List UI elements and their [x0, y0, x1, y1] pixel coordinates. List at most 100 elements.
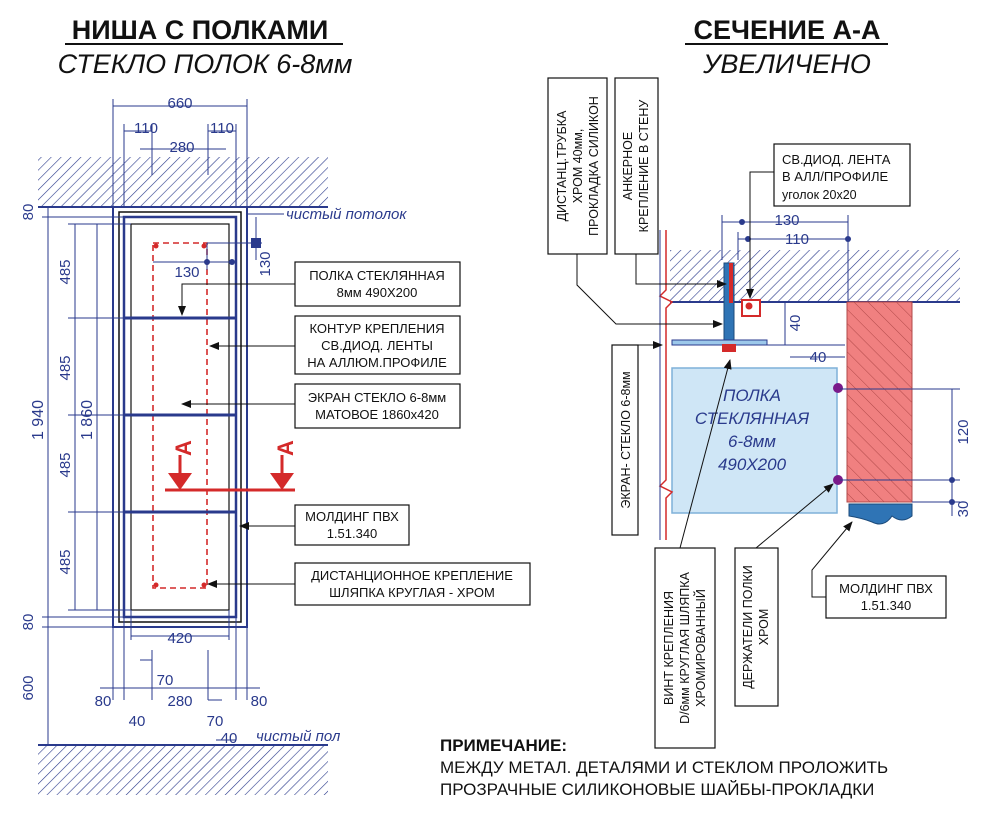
wall-section — [846, 301, 913, 503]
hanger-assembly — [671, 262, 768, 352]
svg-text:СВ.ДИОД. ЛЕНТА: СВ.ДИОД. ЛЕНТА — [782, 152, 891, 167]
dim-80-br: 80 — [251, 693, 268, 710]
label-molding-right: МОЛДИНГ ПВХ 1.51.340 — [811, 521, 947, 619]
svg-text:НА АЛЛЮМ.ПРОФИЛЕ: НА АЛЛЮМ.ПРОФИЛЕ — [307, 355, 447, 370]
dim-40-horizontal: 40 — [810, 349, 827, 366]
note-heading: ПРИМЕЧАНИЕ: — [440, 736, 567, 755]
callout-screen: ЭКРАН СТЕКЛО 6-8мм МАТОВОЕ 1860х420 — [181, 383, 461, 429]
shelf-text: 6-8мм — [728, 432, 776, 451]
svg-text:КРЕПЛЕНИЕ В СТЕНУ: КРЕПЛЕНИЕ В СТЕНУ — [637, 100, 651, 233]
callout-led-contour: КОНТУР КРЕПЛЕНИЯ СВ.ДИОД. ЛЕНТЫ НА АЛЛЮМ… — [209, 315, 461, 375]
dim-40-br: 40 — [221, 730, 238, 747]
ceiling-label: чистый потолок — [286, 206, 407, 223]
svg-text:МОЛДИНГ ПВХ: МОЛДИНГ ПВХ — [305, 509, 399, 524]
svg-text:АНКЕРНОЕ: АНКЕРНОЕ — [621, 132, 635, 200]
ceiling-hatch — [38, 157, 328, 208]
dim-280: 280 — [169, 139, 194, 156]
dim-420: 420 — [167, 630, 192, 647]
svg-text:ПОЛКА СТЕКЛЯННАЯ: ПОЛКА СТЕКЛЯННАЯ — [309, 268, 445, 283]
top-dimensions — [112, 99, 248, 207]
dim-110: 110 — [785, 231, 809, 248]
glass-shelf — [671, 367, 838, 514]
label-tube: ДИСТАНЦ.ТРУБКА ХРОМ 40мм, ПРОКЛАДКА СИЛИ… — [547, 77, 723, 328]
holder-dot — [833, 383, 843, 393]
dim-110-right: 110 — [210, 120, 234, 137]
niche-frame — [112, 206, 248, 628]
svg-text:ПРОКЛАДКА СИЛИКОН: ПРОКЛАДКА СИЛИКОН — [587, 96, 601, 236]
floor-label: чистый пол — [256, 728, 341, 745]
svg-text:ДИСТАНЦ.ТРУБКА: ДИСТАНЦ.ТРУБКА — [555, 110, 569, 221]
section-letter: А — [273, 440, 298, 456]
right-title: СЕЧЕНИЕ А-А — [694, 15, 881, 45]
left-dimensions — [42, 206, 131, 745]
shelf-text: 490Х200 — [718, 455, 787, 474]
dim-80-bottom: 80 — [20, 614, 37, 631]
svg-text:8мм 490Х200: 8мм 490Х200 — [337, 285, 418, 300]
dim-280-bottom: 280 — [167, 693, 192, 710]
dim-130-horizontal: 130 — [174, 264, 199, 281]
dim-80-top: 80 — [20, 204, 37, 221]
callout-shelf: ПОЛКА СТЕКЛЯННАЯ 8мм 490Х200 — [178, 261, 461, 316]
note-line: МЕЖДУ МЕТАЛ. ДЕТАЛЯМИ И СТЕКЛОМ ПРОЛОЖИТ… — [440, 758, 888, 777]
dim-node — [251, 238, 261, 248]
section-marker-aa: А А — [165, 440, 298, 492]
bottom-dimensions — [100, 610, 260, 741]
svg-text:ЭКРАН СТЕКЛО 6-8мм: ЭКРАН СТЕКЛО 6-8мм — [308, 390, 447, 405]
shelf-text: СТЕКЛЯННАЯ — [695, 409, 810, 428]
dim-660: 660 — [167, 95, 192, 112]
dim-485: 485 — [57, 355, 74, 380]
label-holder: ДЕРЖАТЕЛИ ПОЛКИ ХРОМ — [734, 483, 834, 707]
dim-130: 130 — [774, 212, 799, 229]
dim-80-bl: 80 — [95, 693, 112, 710]
svg-text:ХРОМ: ХРОМ — [757, 609, 771, 646]
svg-text:ХРОМ 40мм,: ХРОМ 40мм, — [571, 129, 585, 204]
holder-dot — [833, 475, 843, 485]
dim-1860: 1 860 — [79, 400, 96, 440]
dim-70-br: 70 — [207, 713, 224, 730]
svg-text:СВ.ДИОД. ЛЕНТЫ: СВ.ДИОД. ЛЕНТЫ — [321, 338, 433, 353]
svg-text:В АЛЛ/ПРОФИЛЕ: В АЛЛ/ПРОФИЛЕ — [782, 169, 889, 184]
label-anchor: АНКЕРНОЕ КРЕПЛЕНИЕ В СТЕНУ — [614, 77, 727, 288]
svg-text:1.51.340: 1.51.340 — [861, 598, 912, 613]
svg-text:ДЕРЖАТЕЛИ ПОЛКИ: ДЕРЖАТЕЛИ ПОЛКИ — [741, 565, 755, 689]
dim-70: 70 — [157, 672, 174, 689]
left-subtitle: СТЕКЛО ПОЛОК 6-8мм — [58, 49, 353, 79]
svg-text:ЭКРАН- СТЕКЛО 6-8мм: ЭКРАН- СТЕКЛО 6-8мм — [619, 371, 633, 508]
dim-600: 600 — [20, 675, 37, 700]
label-screw: ВИНТ КРЕПЛЕНИЯ D/6мм КРУГЛАЯ ШЛЯПКА ХРОМ… — [654, 359, 732, 749]
dim-40-bl: 40 — [129, 713, 146, 730]
dim-120: 120 — [955, 419, 972, 444]
callout-molding: МОЛДИНГ ПВХ 1.51.340 — [239, 504, 410, 546]
dim-485: 485 — [57, 259, 74, 284]
label-led: СВ.ДИОД. ЛЕНТА В АЛЛ/ПРОФИЛЕ уголок 20х2… — [746, 143, 911, 299]
svg-text:ХРОМИРОВАННЫЙ: ХРОМИРОВАННЫЙ — [693, 589, 708, 707]
label-screen: ЭКРАН- СТЕКЛО 6-8мм — [611, 341, 663, 536]
molding-profile — [848, 503, 913, 525]
floor-hatch — [38, 744, 328, 795]
svg-text:уголок 20х20: уголок 20х20 — [782, 188, 857, 202]
left-title: НИША С ПОЛКАМИ — [72, 15, 329, 45]
note-line: ПРОЗРАЧНЫЕ СИЛИКОНОВЫЕ ШАЙБЫ-ПРОКЛАДКИ — [440, 780, 874, 799]
dim-30: 30 — [955, 501, 972, 518]
right-subtitle: УВЕЛИЧЕНО — [702, 49, 871, 79]
svg-text:ДИСТАНЦИОННОЕ КРЕПЛЕНИЕ: ДИСТАНЦИОННОЕ КРЕПЛЕНИЕ — [311, 568, 513, 583]
ceiling-hatch-right — [670, 250, 960, 303]
svg-text:МАТОВОЕ 1860х420: МАТОВОЕ 1860х420 — [315, 407, 439, 422]
svg-text:КОНТУР КРЕПЛЕНИЯ: КОНТУР КРЕПЛЕНИЯ — [310, 321, 445, 336]
svg-text:ШЛЯПКА КРУГЛАЯ - ХРОМ: ШЛЯПКА КРУГЛАЯ - ХРОМ — [329, 585, 495, 600]
dim-40-vertical: 40 — [787, 315, 804, 332]
dim-485: 485 — [57, 452, 74, 477]
dim-485: 485 — [57, 549, 74, 574]
svg-text:ВИНТ КРЕПЛЕНИЯ: ВИНТ КРЕПЛЕНИЯ — [662, 591, 676, 705]
dim-130-vertical: 130 — [257, 251, 274, 276]
section-letter: А — [171, 440, 196, 456]
screen-glass-line — [658, 230, 674, 540]
svg-text:1.51.340: 1.51.340 — [327, 526, 378, 541]
callout-fixing: ДИСТАНЦИОННОЕ КРЕПЛЕНИЕ ШЛЯПКА КРУГЛАЯ -… — [207, 562, 531, 606]
dim-110-left: 110 — [134, 120, 158, 137]
svg-text:D/6мм КРУГЛАЯ ШЛЯПКА: D/6мм КРУГЛАЯ ШЛЯПКА — [678, 571, 692, 723]
svg-text:МОЛДИНГ ПВХ: МОЛДИНГ ПВХ — [839, 581, 933, 596]
shelf-text: ПОЛКА — [723, 386, 781, 405]
dim-1940: 1 940 — [30, 400, 47, 440]
